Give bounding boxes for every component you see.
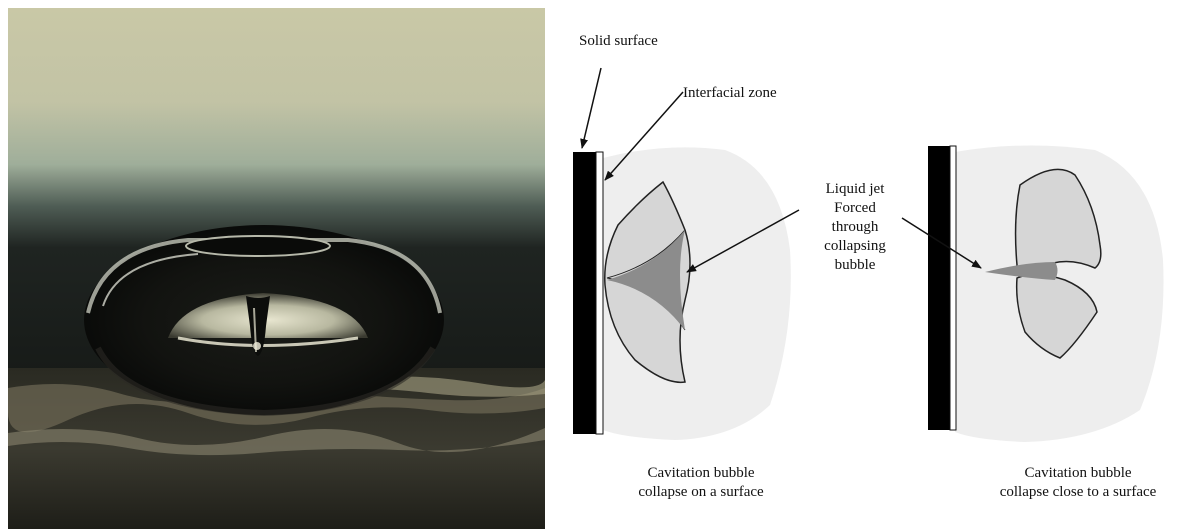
interfacial-zone-left — [596, 152, 603, 434]
cavitation-diagram: Solid surface Interfacial zone Liquid je… — [555, 0, 1192, 529]
solid-surface-arrow — [582, 68, 601, 148]
jet-label-line: Liquid jet — [793, 180, 917, 199]
jet-label-line: bubble — [793, 256, 917, 275]
right-caption-line: Cavitation bubble — [973, 464, 1183, 483]
interfacial-zone-right — [950, 146, 956, 430]
bubble-photo — [8, 8, 545, 529]
right-caption-line: collapse close to a surface — [973, 483, 1183, 502]
liquid-jet-label: Liquid jet Forced through collapsing bub… — [793, 180, 917, 275]
solid-surface-left — [573, 152, 596, 434]
jet-label-line: through — [793, 218, 917, 237]
jet-label-line: collapsing — [793, 237, 917, 256]
left-caption-line: collapse on a surface — [611, 483, 791, 502]
interfacial-zone-label: Interfacial zone — [683, 84, 777, 103]
jet-label-line: Forced — [793, 199, 917, 218]
left-caption-line: Cavitation bubble — [611, 464, 791, 483]
left-caption: Cavitation bubble collapse on a surface — [611, 464, 791, 502]
bubble-photo-image — [8, 8, 545, 529]
right-caption: Cavitation bubble collapse close to a su… — [973, 464, 1183, 502]
solid-surface-label: Solid surface — [579, 32, 658, 51]
solid-surface-right — [928, 146, 950, 430]
